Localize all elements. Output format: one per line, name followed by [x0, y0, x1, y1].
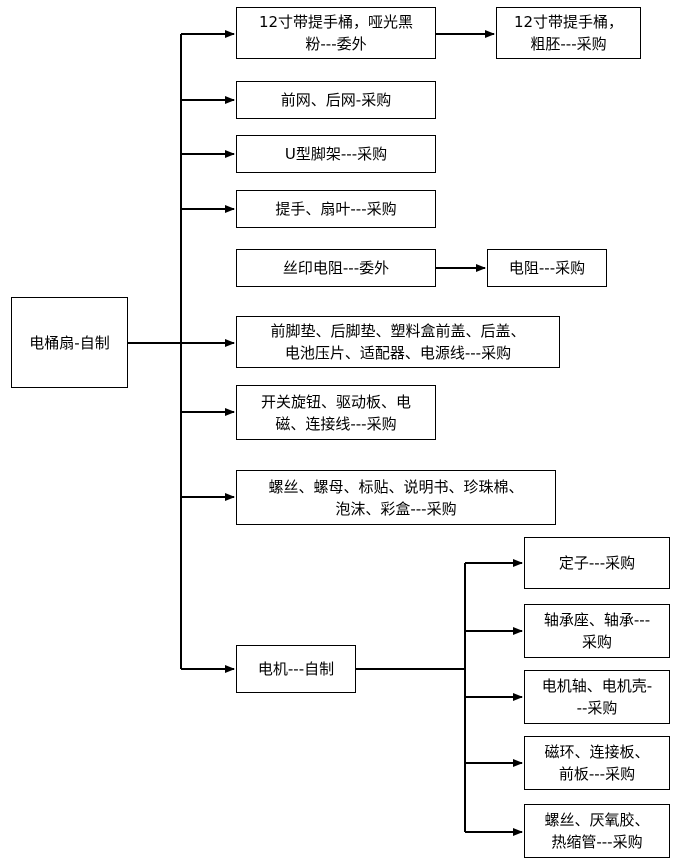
node-screws-line-1: 螺丝、螺母、标贴、说明书、珍珠棉、: [268, 477, 524, 496]
node-u-stand: U型脚架---采购: [236, 135, 436, 173]
node-silk-resistor-line-1: 丝印电阻---委外: [282, 259, 390, 277]
node-glue: 螺丝、厌氧胶、热缩管---采购: [524, 804, 670, 858]
node-magnet-line-1: 磁环、连接板、: [544, 743, 650, 761]
node-silk-resistor: 丝印电阻---委外: [236, 249, 436, 287]
node-u-stand-line-1: U型脚架---采购: [284, 145, 388, 163]
node-bearing: 轴承座、轴承--- 采购: [524, 604, 670, 658]
node-motor: 电机---自制: [236, 645, 356, 693]
node-screws-line-2: 泡沫、彩盒---采购: [335, 499, 457, 518]
node-switch-line-2: 磁、连接线---采购: [275, 414, 397, 433]
node-stator: 定子---采购: [524, 537, 670, 589]
node-bucket-raw: 12寸带提手桶， 粗胚---采购: [496, 7, 641, 59]
node-bucket-line-1: 12寸带提手桶，哑光黑: [258, 13, 414, 31]
root-label: 电桶扇-自制: [29, 333, 110, 352]
node-shaft-line-1: 电机轴、电机壳-: [541, 677, 653, 695]
node-switch: 开关旋钮、驱动板、电磁、连接线---采购: [236, 385, 436, 440]
node-bucket-line-2: 粉---委外: [305, 35, 367, 53]
node-bearing-line-1: 轴承座、轴承---: [543, 611, 651, 629]
node-grill-line-1: 前网、后网-采购: [280, 91, 392, 109]
node-pads: 前脚垫、后脚垫、塑料盒前盖、后盖、电池压片、适配器、电源线---采购: [236, 316, 560, 368]
node-screws: 螺丝、螺母、标贴、说明书、珍珠棉、泡沫、彩盒---采购: [236, 470, 556, 525]
node-grill: 前网、后网-采购: [236, 81, 436, 119]
node-magnet: 磁环、连接板、前板---采购: [524, 736, 670, 790]
node-pads-line-2: 电池压片、适配器、电源线---采购: [284, 344, 512, 362]
node-resistor: 电阻---采购: [487, 249, 607, 287]
node-bucket-raw-line-2: 粗胚---采购: [530, 35, 607, 53]
node-handle: 提手、扇叶---采购: [236, 190, 436, 228]
node-shaft: 电机轴、电机壳- --采购: [524, 670, 670, 724]
node-resistor-line-1: 电阻---采购: [508, 259, 586, 277]
node-bucket-raw-line-1: 12寸带提手桶，: [513, 13, 624, 31]
node-glue-line-1: 螺丝、厌氧胶、: [544, 811, 650, 829]
node-switch-line-1: 开关旋钮、驱动板、电: [260, 392, 411, 411]
node-shaft-line-2: --采购: [576, 699, 618, 717]
node-handle-line-1: 提手、扇叶---采购: [275, 200, 397, 218]
node-bearing-line-2: 采购: [581, 633, 612, 651]
node-glue-line-2: 热缩管---采购: [551, 833, 643, 851]
node-pads-line-1: 前脚垫、后脚垫、塑料盒前盖、后盖、: [270, 322, 526, 340]
node-magnet-line-2: 前板---采购: [558, 765, 636, 783]
node-bucket: 12寸带提手桶，哑光黑粉---委外: [236, 7, 436, 59]
node-motor-line-1: 电机---自制: [257, 660, 335, 678]
root-node: 电桶扇-自制: [11, 297, 128, 388]
node-stator-line-1: 定子---采购: [558, 554, 636, 572]
